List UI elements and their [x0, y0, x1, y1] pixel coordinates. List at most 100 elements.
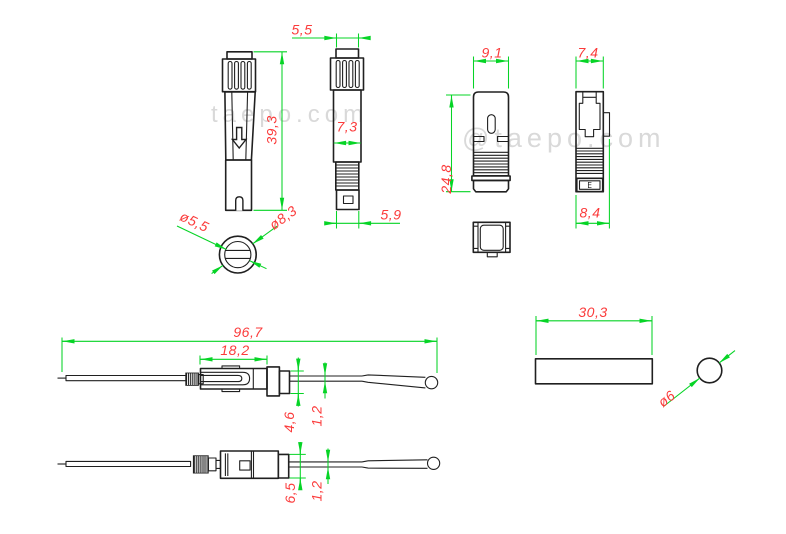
fiber-lead [65, 460, 192, 468]
housing-front-view: 9,1 24,8 [438, 45, 511, 195]
dim-ferrule-inner-dia: ø5,5 [176, 208, 267, 270]
dim-cable-outer-dia-label: ø6 [655, 387, 679, 410]
connector-body [199, 367, 268, 390]
knurl-slot [234, 60, 239, 90]
housing-right-notch [496, 135, 510, 143]
latch-fork-outer [200, 371, 251, 386]
knurl-slot [335, 59, 341, 89]
dim-housing-side-depth: 8,4 [575, 139, 610, 229]
side-view: 5,5 7,3 5,9 [292, 22, 402, 229]
dim-body-width: 7,3 [333, 119, 361, 146]
front-view: 39,3 [221, 50, 287, 212]
housing-end-view [472, 221, 511, 258]
housing-left-notch [472, 135, 485, 143]
crimp-tube-view: 30,3 [534, 304, 654, 385]
dim-boot-flange-height-top-label: 4,6 [281, 412, 297, 433]
front-shaft-notch [235, 196, 244, 211]
fiber-lead [65, 374, 187, 382]
dim-pigtail-total-length-label: 96,7 [233, 324, 263, 340]
side-rear-block [335, 189, 360, 211]
knurl-slot [342, 59, 347, 89]
end-view-opening [479, 224, 504, 251]
dim-tube-length: 30,3 [535, 304, 653, 355]
dim-housing-side-width-label: 7,4 [578, 45, 599, 61]
dim-housing-height-label: 24,8 [438, 164, 454, 194]
down-arrow-icon [230, 126, 248, 150]
ferrule-outer-circle [218, 235, 258, 274]
knurl-slot [227, 60, 233, 90]
dim-housing-side-depth-label: 8,4 [580, 205, 601, 221]
rib-lines [576, 147, 604, 174]
keyway-window [239, 460, 251, 471]
housing-side-view: E 7,4 8,4 [575, 45, 611, 229]
rib-lines [335, 164, 359, 187]
body-dividers [224, 451, 255, 479]
dim-boot-flange-height-bottom-label: 6,5 [282, 483, 298, 504]
taper-facet-lines [231, 91, 249, 161]
dim-cap-width: 5,5 [292, 22, 371, 48]
latch-fork-inner [200, 374, 243, 383]
dim-connector-height-label: 39,3 [264, 115, 280, 144]
knurl-slot [354, 59, 360, 89]
dim-housing-width: 9,1 [472, 45, 510, 89]
dim-rear-width: 5,9 [324, 207, 402, 229]
knurl-slot [240, 60, 246, 90]
dim-cable-outer-dia: ø6 [655, 350, 736, 410]
dim-body-width-label: 7,3 [337, 119, 358, 135]
end-view-tab [486, 251, 498, 258]
end-view-walls [473, 222, 510, 253]
dim-cap-width-label: 5,5 [292, 22, 313, 38]
rear-cap [266, 366, 281, 397]
connector-body [219, 450, 280, 480]
dim-housing-height: 24,8 [438, 94, 471, 195]
pigtail-assembly-bottom: 6,5 1,2 [57, 442, 441, 503]
dim-housing-width-label: 9,1 [482, 45, 503, 61]
cable [288, 459, 428, 469]
cable [289, 374, 426, 389]
boot-flange [277, 453, 290, 479]
rib-lines [473, 151, 509, 177]
cable-end-ball [424, 375, 439, 390]
end-view-outline [472, 221, 511, 254]
dim-rear-width-label: 5,9 [381, 207, 402, 223]
cable-end-ball [426, 456, 441, 470]
dim-ferrule-outer-dia: ø8,3 [211, 202, 300, 275]
dim-connector-body-length: 18,2 [199, 342, 268, 365]
dim-boot-flange-height-bottom: 6,5 [282, 442, 306, 503]
front-tip [226, 50, 253, 60]
housing-side-keyway [578, 91, 601, 138]
dim-cable-dia-top: 1,2 [309, 362, 328, 427]
housing-outline [472, 91, 510, 176]
cable-circle [696, 357, 723, 384]
tube-outline [534, 357, 654, 385]
dim-tube-length-label: 30,3 [578, 304, 607, 320]
dim-connector-height: 39,3 [253, 51, 287, 211]
side-knurled-cap [329, 57, 365, 91]
label-frame [578, 180, 601, 190]
front-step [207, 457, 217, 472]
rear-block-hole [342, 195, 354, 205]
ferrule-slot-lines [225, 249, 251, 259]
dim-housing-side-width: 7,4 [575, 45, 604, 89]
housing-side-tab [602, 112, 611, 137]
dim-boot-flange-height-top: 4,6 [281, 357, 304, 433]
dim-ferrule-outer-dia-label: ø8,3 [266, 202, 300, 233]
dim-connector-body-length-label: 18,2 [220, 342, 249, 358]
watermark-left: taepo.com [211, 101, 368, 128]
dim-cable-dia-top-label: 1,2 [309, 406, 325, 427]
knurl-slot [348, 59, 354, 89]
housing-bottom-block [472, 179, 510, 193]
boot-flange [278, 370, 291, 395]
crimp-ridges [194, 456, 208, 473]
dim-ferrule-inner-dia-label: ø5,5 [178, 208, 212, 235]
latch-bump-bottom [221, 388, 241, 393]
latch-bump-top [221, 365, 241, 370]
housing-label-e: E [587, 181, 592, 190]
dim-cable-dia-bottom-label: 1,2 [309, 481, 325, 502]
pigtail-assembly-top: 96,7 18,2 4,6 1,2 [57, 324, 439, 433]
cable-cross-section: ø6 [655, 350, 736, 410]
front-knurled-cap [221, 58, 257, 93]
watermark-right: @taepo.com [462, 123, 665, 153]
